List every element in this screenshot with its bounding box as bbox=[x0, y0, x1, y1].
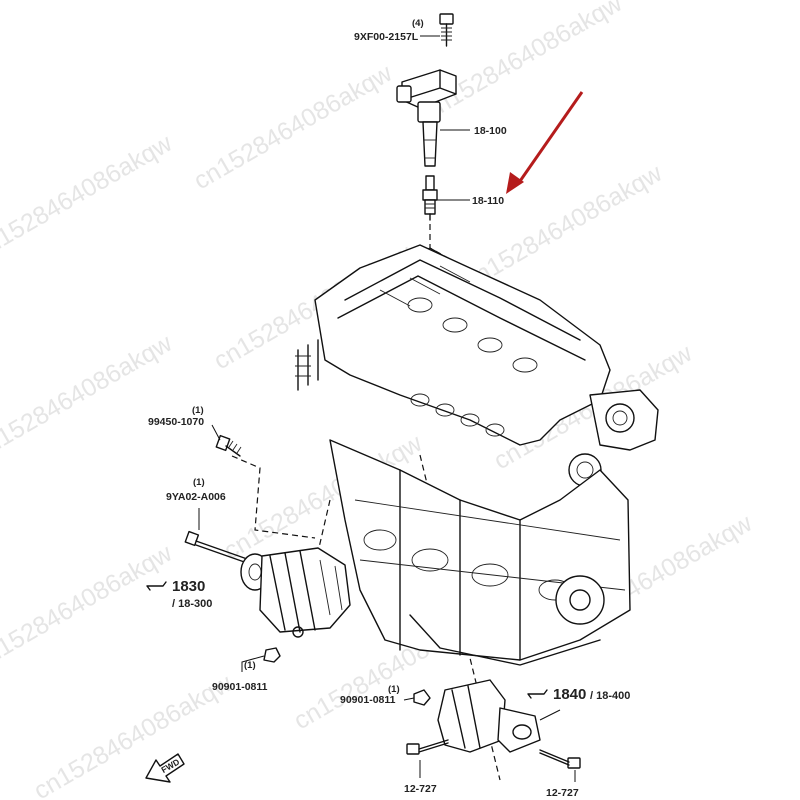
callout-qty: (1) bbox=[193, 477, 205, 488]
callout-qty: (1) bbox=[388, 684, 400, 695]
watermark-text: cn1528464086akqw bbox=[0, 539, 178, 676]
watermark-text: cn1528464086akqw bbox=[189, 59, 398, 196]
starter-bolt bbox=[406, 739, 449, 755]
callout-group-number: 1840 bbox=[553, 686, 586, 703]
callout-part-number: 99450-1070 bbox=[148, 416, 204, 428]
starter-nut bbox=[413, 689, 431, 706]
group-ref-icon bbox=[146, 581, 167, 591]
callout-ref: 12-727 bbox=[404, 783, 437, 795]
ignition-coil bbox=[396, 69, 457, 167]
spark-plug bbox=[422, 175, 438, 221]
callout-part-number: 90901-0811 bbox=[340, 694, 396, 706]
mount-bolt bbox=[215, 434, 242, 457]
watermark-text: cn1528464086akqw bbox=[29, 669, 238, 800]
leader-line bbox=[211, 424, 221, 441]
pointer-arrow bbox=[506, 91, 584, 194]
leader-line bbox=[539, 709, 561, 721]
callout-ref: 18-110 bbox=[472, 195, 504, 207]
callout-qty: (4) bbox=[412, 18, 424, 29]
callout-part-number: 90901-0811 bbox=[212, 681, 268, 693]
callout-ref: 12-727 bbox=[546, 787, 579, 799]
group-ref-icon bbox=[527, 689, 548, 699]
callout-qty: (1) bbox=[192, 405, 204, 416]
callout-subgroup: / 18-400 bbox=[590, 690, 630, 702]
callout-qty: (1) bbox=[244, 660, 256, 671]
callout-group-number: 1830 bbox=[172, 578, 205, 595]
callout-part-number: 9XF00-2157L bbox=[354, 31, 419, 43]
callout-ref: 18-100 bbox=[474, 125, 507, 137]
callout-part-number: 9YA02-A006 bbox=[166, 491, 226, 503]
leader-line bbox=[403, 697, 415, 701]
long-bolt bbox=[184, 530, 251, 565]
watermark-text: cn1528464086akqw bbox=[459, 159, 668, 296]
alternator bbox=[240, 547, 351, 638]
watermark-text: cn1528464086akqw bbox=[0, 129, 178, 266]
alternator-nut bbox=[263, 647, 281, 663]
engine-block bbox=[295, 244, 659, 666]
starter-bolt bbox=[539, 749, 581, 769]
leader-line bbox=[241, 655, 265, 672]
callout-subgroup: / 18-300 bbox=[172, 598, 212, 610]
coil-bolt bbox=[439, 13, 454, 47]
forward-direction-icon: FWD bbox=[145, 753, 185, 783]
starter-motor bbox=[437, 679, 541, 753]
watermark-text: cn1528464086akqw bbox=[0, 329, 178, 466]
